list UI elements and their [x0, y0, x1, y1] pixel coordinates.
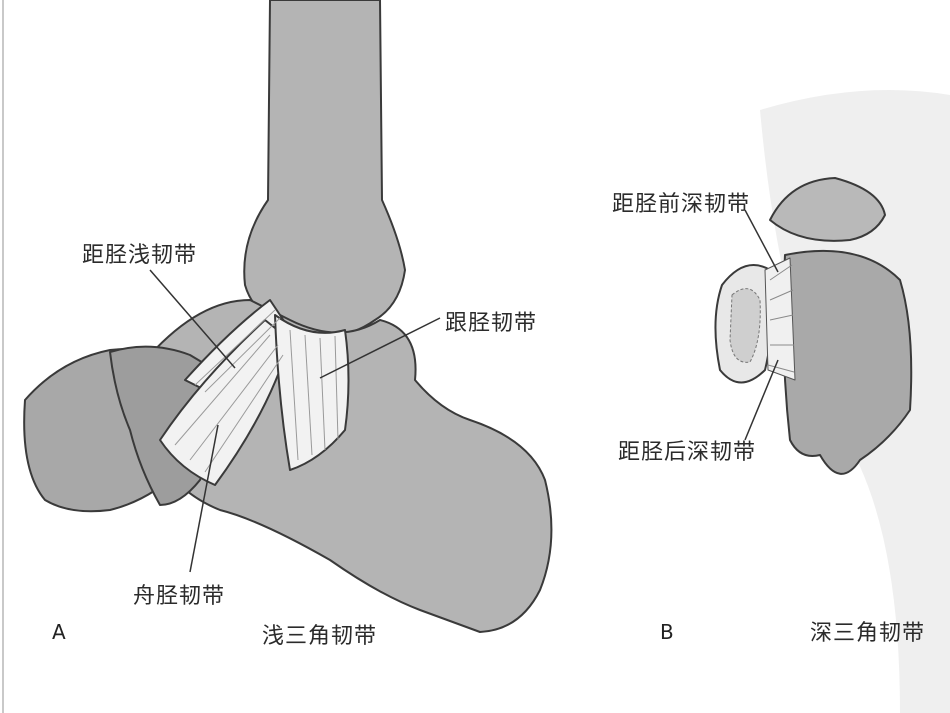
tibionavicular-ligament	[159, 319, 291, 486]
panel-b-illustration	[714, 177, 913, 475]
panel-a-illustration	[23, 0, 553, 633]
talus-bone	[769, 177, 886, 242]
tibia-cross-section	[782, 249, 913, 475]
label-anterior-deep: 距胫前深韧带	[612, 192, 751, 217]
cancellous-bone	[729, 288, 761, 363]
calcaneotibial-ligament	[274, 314, 350, 471]
panel-b-letter: B	[660, 620, 674, 644]
leader-anterior-deep	[744, 209, 779, 273]
label-tibionavicular: 舟胫韧带	[133, 584, 226, 609]
panel-a-caption: 浅三角韧带	[262, 624, 378, 649]
label-posterior-deep: 距胫后深韧带	[618, 440, 757, 465]
tibia-bone	[243, 0, 406, 337]
label-talotibial-superficial: 距胫浅韧带	[82, 243, 198, 268]
leader-tibionavicular	[189, 424, 219, 573]
leader-calcaneotibial	[319, 317, 441, 379]
leader-posterior-deep	[744, 359, 779, 441]
deep-ligament-fibers	[764, 257, 796, 381]
leader-talotibial	[149, 269, 236, 369]
label-calcaneotibial: 跟胫韧带	[445, 311, 538, 336]
panel-a-letter: A	[52, 620, 66, 644]
panel-b-caption: 深三角韧带	[810, 621, 926, 646]
